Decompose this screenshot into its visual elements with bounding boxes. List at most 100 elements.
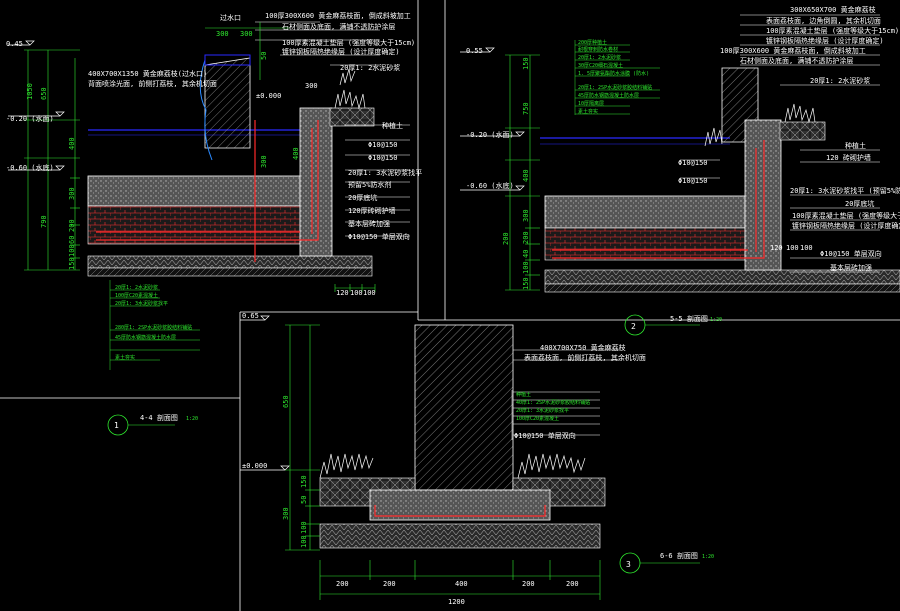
annotation: 40厚1: 2SP水泥砂浆胶结料铺贴 — [516, 399, 590, 406]
dimension-text: 100 — [363, 289, 376, 297]
annotation: 表面荔枝面, 前侧打荔枝, 其余机切面 — [524, 353, 646, 362]
annotation: Φ10@150 — [368, 154, 398, 162]
level-label: ±0.000 — [256, 92, 281, 100]
section-1-text: 1 4-4 剖面图 1:20 0.45 -0.20 (水面) -0.60 (水底… — [6, 11, 422, 430]
dimension-text: 100 — [800, 244, 813, 252]
level-label: 0.45 — [6, 40, 23, 48]
annotation: Φ10@150 单层双向 — [514, 431, 576, 440]
dimension-text: 750 — [522, 102, 530, 115]
dimension-text: 200 — [522, 231, 530, 244]
dimension-text: 200 — [68, 219, 76, 232]
dimension-text: 400 — [68, 137, 76, 150]
concrete-slab — [87, 175, 301, 207]
annotation: 石材侧面及底面, 满铺不透防护涂层 — [740, 56, 853, 65]
annotation: 100厚300X600 黄金麻荔枝面, 倒成斜坡加工 — [720, 46, 866, 55]
annotation: 20厚1: 2水泥砂浆 — [115, 284, 158, 291]
dimension-total: 1200 — [448, 598, 465, 606]
annotation: 20厚1: 3水泥砂浆找平 (预留5%防水剂) — [790, 186, 900, 195]
section-1-drawing — [8, 21, 410, 436]
dimension-text: 400 — [522, 169, 530, 182]
annotation: 120 砖砌护墙 — [826, 153, 871, 162]
annotation: 镀锌钢板隔热绝缘层 (设计厚度确定) — [766, 36, 884, 45]
annotation: 200厚种植土 — [578, 39, 607, 46]
dimension-text: 300 — [305, 82, 318, 90]
annotation: 20厚1: 2SP水泥砂浆胶结料铺贴 — [578, 84, 652, 91]
section-2-text: 2 5-5 剖面图 1:20 0.55 -0.20 (水面) -0.60 (水底… — [466, 5, 900, 331]
annotation: 100厚素混凝土垫层 (强度等级大于15cm) — [766, 26, 899, 35]
section-3-drawing — [240, 315, 700, 600]
section-1-scale: 1:20 — [186, 416, 198, 422]
annotation: 过水口 — [220, 13, 241, 22]
dimension-text: 100 — [786, 244, 799, 252]
annotation: 20厚1: 3水泥砂浆找平 — [348, 168, 422, 177]
dimension-text: 200 — [336, 580, 349, 588]
section-2-number: 2 — [631, 322, 636, 331]
section-1-number: 1 — [114, 421, 119, 430]
annotation: 表面荔枝面, 边角倒圆, 其余机切面 — [766, 16, 881, 25]
annotation: 背面喷涂光面, 前侧打荔枝, 其余机切面 — [88, 79, 217, 88]
annotation: 45厚防水钢筋混凝土防水层 — [578, 92, 639, 99]
annotation: Φ10@150 — [368, 141, 398, 149]
dimension-text: 650 — [40, 87, 48, 100]
annotation: 100厚300X600 黄金麻荔枝面, 倒成斜坡加工 — [265, 11, 411, 20]
dimension-text: 200 — [522, 580, 535, 588]
retaining-wall — [299, 107, 333, 257]
section-3-scale: 1:20 — [702, 554, 714, 560]
annotation: 100厚C20素混凝土 — [516, 415, 559, 422]
dimension-text: 300 — [282, 507, 290, 520]
dimension-text: 150 — [522, 57, 530, 70]
dimension-text: 200 — [566, 580, 579, 588]
annotation: 镀锌钢板隔热绝缘层 (设计厚度确定) — [792, 221, 900, 230]
dimension-text: 790 — [40, 215, 48, 228]
annotation: 20厚1: 2水泥砂浆 — [340, 63, 400, 72]
dimension-text: 300 — [522, 209, 530, 222]
annotation: 素土夯实 — [115, 354, 135, 361]
annotation: 20厚1: 2水泥砂浆 — [810, 76, 870, 85]
annotation: Φ10@150 — [678, 177, 708, 185]
level-label: ±0.000 — [242, 462, 267, 470]
stone-block — [204, 57, 251, 149]
stone-pillar — [414, 324, 514, 491]
dimension-text: 300 — [240, 30, 253, 38]
annotation: 20厚1: 3水泥砂浆找平 — [115, 300, 168, 307]
dimension-text: 650 — [282, 395, 290, 408]
base-slab — [319, 523, 601, 549]
annotation: 20厚底坑 — [845, 199, 874, 208]
annotation: 基本层砖加强 — [830, 263, 872, 272]
section-3-text: 3 6-6 剖面图 1:20 0.65 ±0.000 400X700X750 黄… — [242, 312, 714, 606]
annotation: Φ10@150 — [678, 159, 708, 167]
dimension-text: 300 — [260, 155, 268, 168]
annotation: 预留5%防水剂 — [348, 180, 391, 189]
section-2-scale: 1:20 — [710, 317, 722, 323]
dimension-text: 120 — [770, 244, 783, 252]
annotation: 45厚防水钢筋混凝土防水层 — [115, 334, 176, 341]
annotation: 20厚底坑 — [348, 193, 377, 202]
annotation: 耐根穿刺防水卷材 — [578, 46, 618, 53]
gravel-layer — [87, 255, 373, 269]
section-3-title: 6-6 剖面图 — [660, 551, 698, 560]
annotation: 100厚素混凝土垫层 (强度等级大于15cm) — [792, 211, 900, 220]
annotation: 石材侧面及底面, 满铺不透防护涂层 — [282, 22, 395, 31]
annotation: 100厚C20素混凝土 — [115, 292, 158, 299]
annotation: 种植土 — [382, 121, 403, 130]
dimension-text: 1050 — [26, 83, 34, 100]
dimension-text: 150 — [68, 257, 76, 270]
level-label: -0.20 (水面) — [466, 130, 514, 139]
dimension-text: 400 — [292, 147, 300, 160]
annotation: 120厚砖砌护墙 — [348, 206, 396, 215]
dimension-text: 40 — [522, 250, 530, 258]
dimension-text: 150 — [522, 277, 530, 290]
dimension-text: 100 — [300, 535, 308, 548]
dimension-text: 120 — [336, 289, 349, 297]
annotation: 280厚1: 2SP水泥砂浆胶结料铺贴 — [115, 324, 192, 331]
level-label: -0.60 (水底) — [466, 181, 514, 190]
dimension-text: 150 — [300, 475, 308, 488]
annotation: 300X650X700 黄金麻荔枝 — [790, 5, 876, 14]
annotation: 镀锌钢板隔热绝缘层 (设计厚度确定) — [282, 47, 400, 56]
section-2-title: 5-5 剖面图 — [670, 314, 708, 323]
annotation: 10厚隔离层 — [578, 100, 604, 107]
dimension-text: 400 — [455, 580, 468, 588]
dimension-text: 300 — [68, 187, 76, 200]
annotation: Φ10@150 单层双向 — [820, 249, 882, 258]
